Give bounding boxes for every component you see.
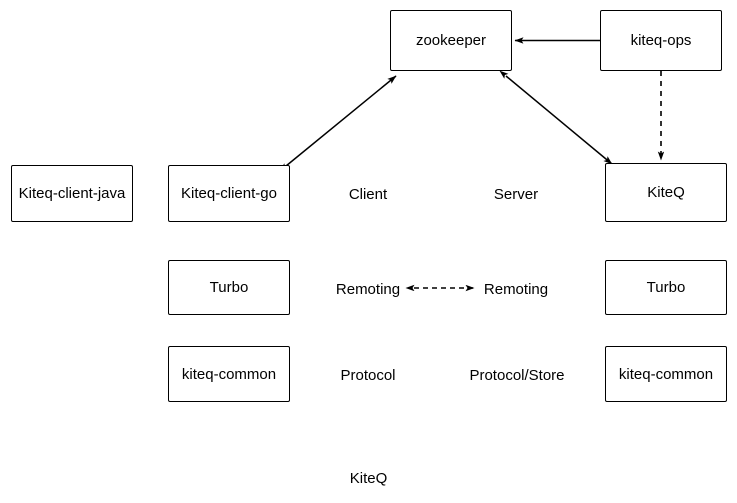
- node-turbo-client[interactable]: Turbo: [168, 260, 290, 315]
- node-turbo-server-label: Turbo: [646, 279, 686, 296]
- node-kiteq-client-java-label: Kiteq-client-java: [18, 185, 126, 202]
- layer-label-server: Server: [493, 185, 539, 203]
- node-kiteq[interactable]: KiteQ: [605, 163, 727, 222]
- node-zookeeper[interactable]: zookeeper: [390, 10, 512, 71]
- node-zookeeper-label: zookeeper: [415, 32, 487, 49]
- node-kiteq-client-java[interactable]: Kiteq-client-java: [11, 165, 133, 222]
- node-kiteq-common-server[interactable]: kiteq-common: [605, 346, 727, 402]
- diagram-caption: KiteQ: [349, 470, 388, 487]
- layer-label-remoting-server: Remoting: [483, 280, 549, 298]
- layer-label-protocol-client: Protocol: [340, 366, 396, 384]
- node-kiteq-label: KiteQ: [647, 184, 685, 201]
- layer-label-client: Client: [348, 185, 388, 203]
- node-kiteq-common-client-label: kiteq-common: [181, 365, 277, 383]
- node-turbo-client-label: Turbo: [209, 279, 249, 296]
- node-kiteq-common-server-label: kiteq-common: [618, 365, 714, 383]
- node-turbo-server[interactable]: Turbo: [605, 260, 727, 315]
- node-kiteq-ops-label: kiteq-ops: [630, 32, 692, 49]
- node-kiteq-ops[interactable]: kiteq-ops: [600, 10, 722, 71]
- layer-label-remoting-client: Remoting: [335, 280, 401, 298]
- node-kiteq-common-client[interactable]: kiteq-common: [168, 346, 290, 402]
- node-kiteq-client-go[interactable]: Kiteq-client-go: [168, 165, 290, 222]
- edge-client-go-zookeeper: [279, 75, 397, 172]
- node-kiteq-client-go-label: Kiteq-client-go: [181, 185, 277, 202]
- edge-zookeeper-kiteq: [499, 70, 613, 165]
- layer-label-protocol-store-server: Protocol/Store: [469, 366, 565, 384]
